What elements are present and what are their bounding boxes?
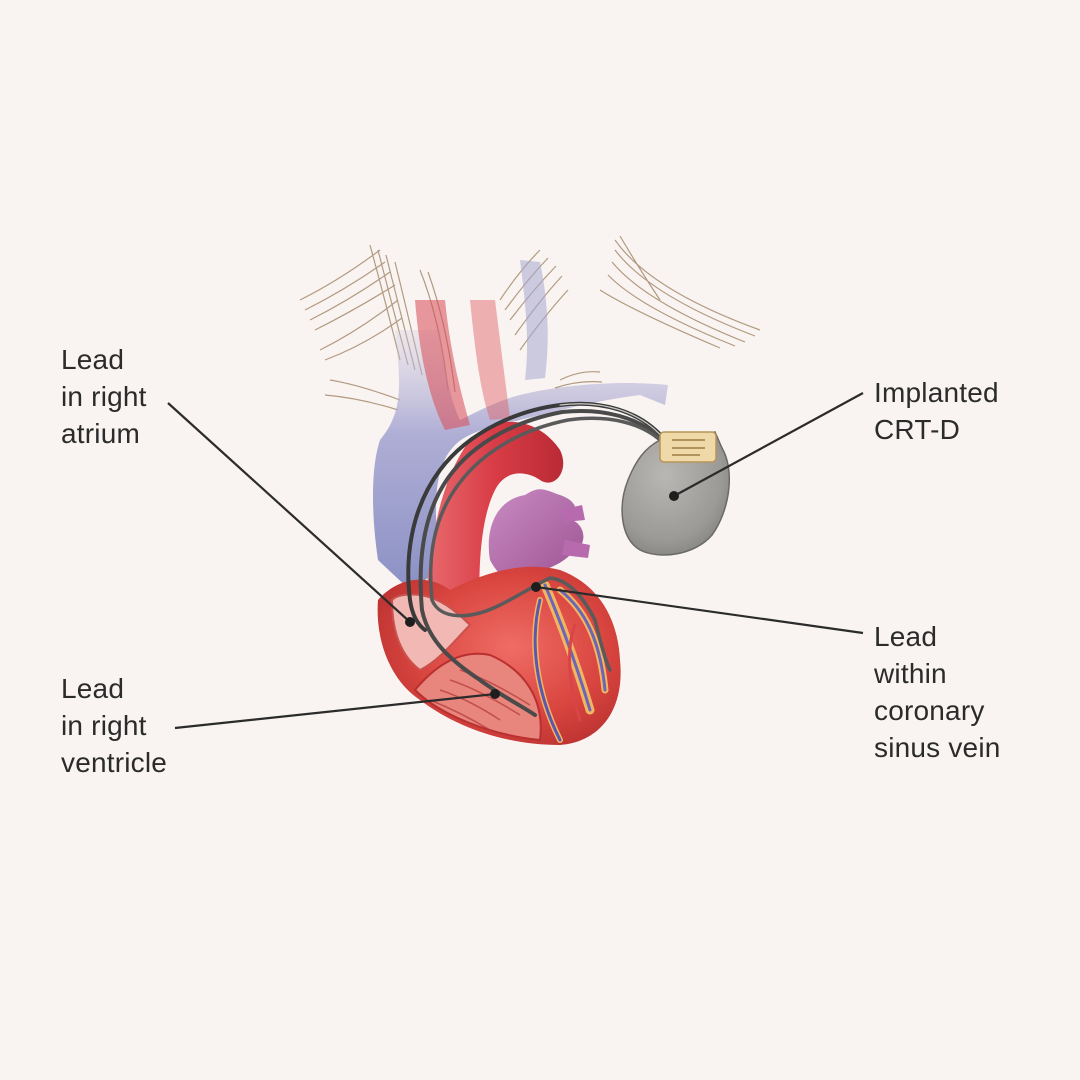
leader-lines: [167, 392, 864, 730]
dot-right-ventricle: [490, 689, 500, 699]
dot-device: [669, 491, 679, 501]
label-line: within: [874, 658, 947, 689]
leader-line-right-atrium: [167, 402, 411, 623]
label-line: ventricle: [61, 747, 168, 778]
lead-right-ventricle: [418, 408, 670, 717]
label-lead-right-atrium: Lead in right atrium: [61, 341, 147, 452]
leader-line-coronary-sinus: [535, 585, 864, 635]
leader-line-device: [673, 392, 864, 497]
aortic-arch-branches-2: [470, 300, 510, 420]
label-implanted-crt-d: Implanted CRT-D: [874, 374, 999, 448]
label-line: sinus vein: [874, 732, 1001, 763]
pulmonary-artery: [488, 489, 584, 580]
pulmonary-branches: [560, 505, 590, 558]
aortic-arch-branches: [415, 300, 470, 430]
label-lead-right-ventricle: Lead in right ventricle: [61, 670, 167, 781]
leader-dots: [405, 491, 679, 699]
dot-coronary-sinus: [531, 582, 541, 592]
label-line: Lead: [874, 621, 938, 652]
label-line: in right: [61, 381, 147, 412]
label-line: CRT-D: [874, 414, 961, 445]
aorta: [425, 421, 564, 620]
label-line: Implanted: [874, 377, 999, 408]
device-header: [659, 431, 717, 463]
label-lead-coronary-sinus: Lead within coronary sinus vein: [874, 618, 1001, 766]
label-line: Lead: [61, 673, 125, 704]
vein-branch: [520, 260, 548, 380]
coronary-vessels: [532, 580, 609, 743]
label-line: atrium: [61, 418, 140, 449]
lead-coronary-sinus: [428, 416, 672, 672]
label-line: coronary: [874, 695, 985, 726]
dot-right-atrium: [405, 617, 415, 627]
label-line: in right: [61, 710, 147, 741]
leads: [406, 401, 672, 717]
label-line: Lead: [61, 344, 125, 375]
leader-line-right-ventricle: [174, 692, 496, 730]
